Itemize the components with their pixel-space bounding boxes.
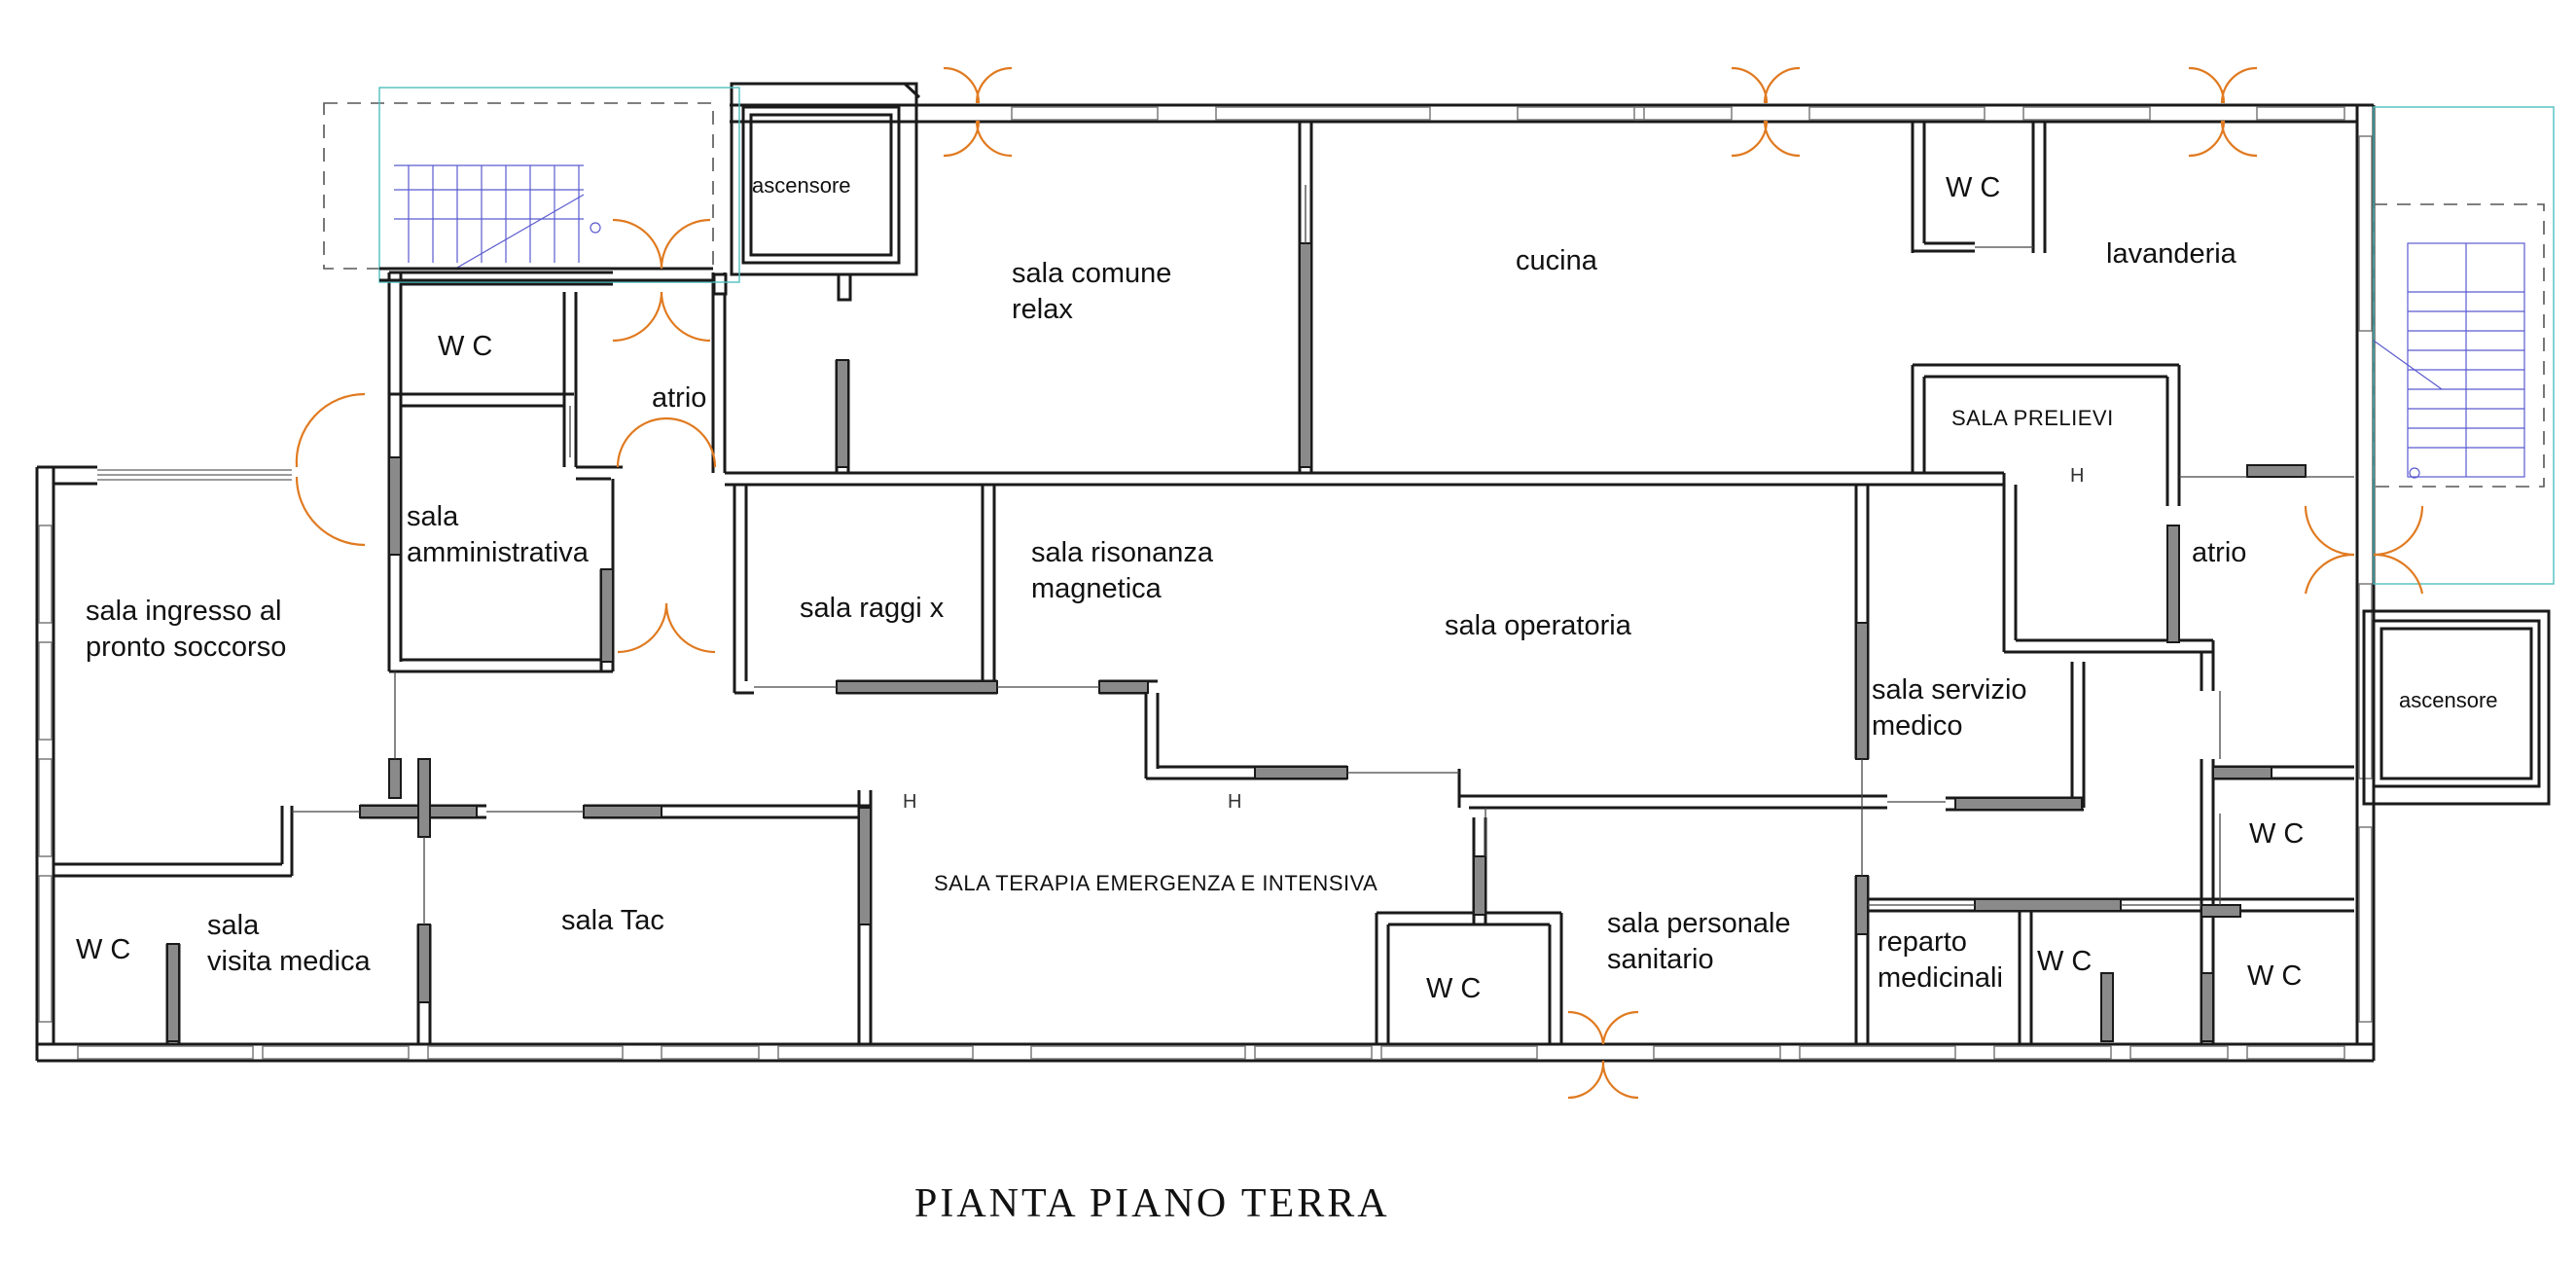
label-sala-ingresso-2: pronto soccorso	[86, 632, 286, 663]
label-ascensore-left: ascensore	[752, 173, 851, 198]
label-wc-right-upper: W C	[2249, 818, 2304, 850]
staircase-right	[2373, 106, 2555, 585]
h-marker: H	[1228, 791, 1241, 813]
elevator-right	[2362, 609, 2551, 806]
staircase-left	[323, 87, 740, 283]
label-sala-visita-2: visita medica	[207, 946, 371, 977]
projection-lines	[292, 185, 2354, 924]
label-sala-personale-2: sanitario	[1607, 944, 1714, 975]
doors	[295, 66, 2424, 1100]
h-markers: H H H	[903, 465, 2084, 813]
h-marker: H	[2070, 465, 2084, 487]
label-sala-comune-1: sala comune	[1012, 258, 1171, 289]
elevator-left	[712, 82, 921, 302]
label-wc-reparto: W C	[2037, 946, 2092, 977]
label-atrio-left: atrio	[652, 382, 706, 414]
windows	[38, 106, 2373, 1060]
label-sala-operatoria: sala operatoria	[1445, 610, 1632, 641]
label-sala-visita-1: sala	[207, 910, 260, 941]
label-sala-ingresso-1: sala ingresso al	[86, 596, 282, 627]
label-wc-bottom-left: W C	[76, 934, 130, 965]
label-sala-risonanza-2: magnetica	[1031, 573, 1163, 604]
label-atrio-right: atrio	[2192, 537, 2246, 568]
label-lavanderia: lavanderia	[2106, 238, 2237, 270]
plan-title: PIANTA PIANO TERRA	[914, 1181, 1390, 1226]
label-sala-terapia: SALA TERAPIA EMERGENZA E INTENSIVA	[934, 871, 1377, 895]
label-wc-right-lower: W C	[2247, 960, 2302, 992]
label-cucina: cucina	[1516, 245, 1598, 276]
label-sala-risonanza-1: sala risonanza	[1031, 537, 1214, 568]
h-marker: H	[903, 791, 916, 813]
label-sala-prelievi: SALA PRELIEVI	[1951, 406, 2114, 430]
label-sala-comune-2: relax	[1012, 294, 1073, 325]
label-reparto-1: reparto	[1878, 926, 1967, 958]
label-reparto-2: medicinali	[1878, 962, 2003, 994]
label-sala-servizio-1: sala servizio	[1872, 674, 2027, 706]
label-sala-amministrativa-1: sala	[407, 501, 459, 532]
label-wc-center: W C	[1426, 973, 1481, 1004]
label-sala-tac: sala Tac	[561, 905, 664, 936]
label-sala-personale-1: sala personale	[1607, 908, 1791, 939]
label-ascensore-right: ascensore	[2399, 688, 2498, 712]
label-wc-top: W C	[1946, 172, 2000, 203]
label-sala-amministrativa-2: amministrativa	[407, 537, 590, 568]
pillars	[166, 242, 2307, 1042]
label-sala-servizio-2: medico	[1872, 710, 1963, 742]
room-labels: ascensore sala comune relax cucina W C l…	[76, 172, 2498, 1004]
label-wc-admin: W C	[438, 331, 492, 362]
label-sala-raggi-x: sala raggi x	[800, 593, 945, 624]
outer-walls	[35, 103, 2376, 1063]
